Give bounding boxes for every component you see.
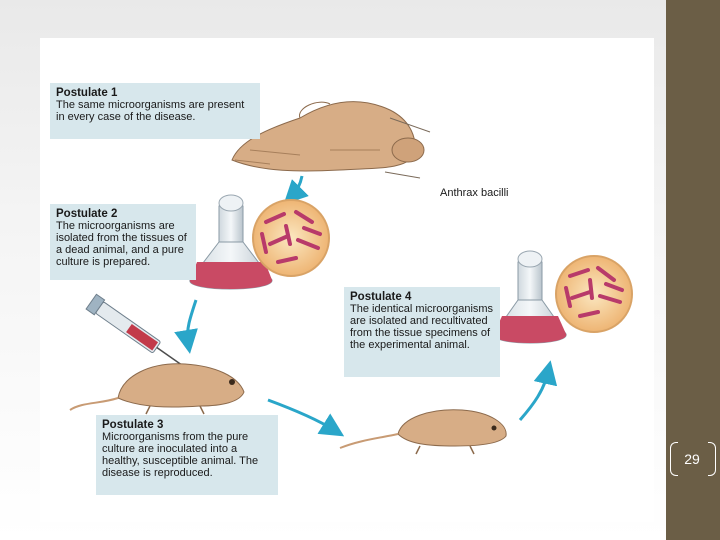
culture-flask-illustration	[189, 194, 273, 290]
recultivated-flask-illustration	[493, 250, 567, 344]
page-number-bracket-left	[670, 442, 678, 476]
postulate-4-text: The identical microorganisms are isolate…	[350, 303, 494, 351]
slide-page-number: 29	[684, 451, 700, 467]
diagram-artwork	[69, 101, 633, 455]
postulate-1-title: Postulate 1	[56, 87, 118, 99]
dead-animal-illustration	[231, 101, 431, 179]
anthrax-bacilli-label: Anthrax bacilli	[440, 187, 509, 199]
sick-mouse-illustration	[339, 409, 507, 455]
postulate-4-title: Postulate 4	[350, 291, 412, 303]
postulate-3-text: Microorganisms from the pure culture are…	[102, 431, 259, 479]
postulate-1-text: The same microorganisms are present in e…	[56, 99, 245, 123]
postulate-4-panel: Postulate 4 The identical microorganisms…	[344, 287, 500, 377]
syringe-illustration	[85, 293, 186, 368]
postulate-1-panel: Postulate 1 The same microorganisms are …	[50, 83, 260, 139]
postulate-2-title: Postulate 2	[56, 208, 118, 220]
slide-sidebar	[666, 0, 720, 540]
bacilli-culture-illustration	[252, 199, 330, 277]
postulate-2-text: The microorganisms are isolated from the…	[56, 220, 187, 268]
page-number-bracket-right	[708, 442, 716, 476]
postulate-3-panel: Postulate 3 Microorganisms from the pure…	[96, 415, 278, 495]
healthy-mouse-illustration	[69, 363, 245, 415]
postulate-2-panel: Postulate 2 The microorganisms are isola…	[50, 204, 196, 280]
postulate-3-title: Postulate 3	[102, 419, 164, 431]
recultivated-bacilli-illustration	[555, 255, 633, 333]
